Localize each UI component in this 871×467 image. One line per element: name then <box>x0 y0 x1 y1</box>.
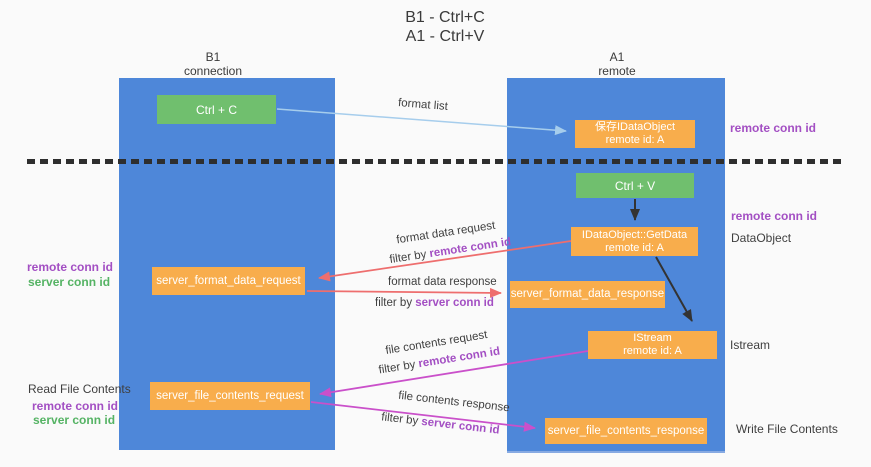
server-format-data-response-node: server_format_data_response <box>510 281 665 308</box>
istream-node: IStream remote id: A <box>588 331 717 359</box>
file-contents-response-arrow <box>310 401 536 432</box>
column-a1-role: remote <box>598 64 636 78</box>
column-b1-role: connection <box>183 64 243 78</box>
diagram-title: B1 - Ctrl+C A1 - Ctrl+V <box>0 8 871 46</box>
format-data-request-arrow <box>318 240 572 282</box>
column-a1-name: A1 <box>609 50 625 64</box>
column-b1-name: B1 <box>205 50 221 64</box>
idataobject-getdata-node: IDataObject::GetData remote id: A <box>571 227 698 256</box>
phase-separator-dashed-line <box>27 159 843 164</box>
server-file-contents-response-label: server_file_contents_response <box>547 424 705 437</box>
saved-idataobject-line1: 保存IDataObject <box>594 121 676 133</box>
getdata-to-istream-arrow <box>655 256 693 322</box>
ctrl-v-node: Ctrl + V <box>576 173 694 198</box>
column-header-a1: A1 remote <box>547 50 687 78</box>
ctrl-v-label: Ctrl + V <box>614 178 656 193</box>
write-file-contents-annotation: Write File Contents <box>736 422 838 436</box>
column-header-b1: B1 connection <box>143 50 283 78</box>
filter-key-server-conn-id: server conn id <box>415 297 494 309</box>
file-contents-request-arrow <box>319 350 589 398</box>
server-file-contents-request-label: server_file_contents_request <box>156 389 304 402</box>
server-file-contents-response-node: server_file_contents_response <box>545 418 707 444</box>
ctrl-c-label: Ctrl + C <box>195 102 237 117</box>
format-data-response-filter-label: filter by server conn id <box>375 297 494 309</box>
saved-idataobject-node: 保存IDataObject remote id: A <box>575 120 695 148</box>
remote-conn-id-annotation-mid: remote conn id <box>731 209 818 223</box>
server-format-data-response-label: server_format_data_response <box>510 288 665 300</box>
format-list-arrow <box>276 108 567 136</box>
dataobject-annotation: DataObject <box>731 231 792 245</box>
read-file-contents-annotation: Read File Contents <box>28 382 131 396</box>
format-remote-conn-id-annotation: remote conn id <box>27 260 114 274</box>
istream-line2: remote id: A <box>623 345 682 357</box>
istream-line1: IStream <box>633 332 672 344</box>
server-file-contents-request-node: server_file_contents_request <box>150 382 310 410</box>
file-server-conn-id-annotation: server conn id <box>33 413 116 427</box>
getdata-line2: remote id: A <box>605 241 664 254</box>
istream-annotation: Istream <box>730 338 771 352</box>
saved-idataobject-line2: remote id: A <box>605 134 665 146</box>
format-data-response-arrow <box>306 287 502 298</box>
remote-conn-id-annotation-top: remote conn id <box>730 121 817 135</box>
title-line-2: A1 - Ctrl+V <box>405 28 485 45</box>
server-format-data-request-node: server_format_data_request <box>152 267 305 295</box>
format-data-response-label: format data response <box>388 276 497 288</box>
server-format-data-request-label: server_format_data_request <box>156 274 301 287</box>
ctrl-c-node: Ctrl + C <box>157 95 276 124</box>
getdata-line1: IDataObject::GetData <box>581 228 688 241</box>
filter-prefix: filter by <box>375 297 416 309</box>
title-line-1: B1 - Ctrl+C <box>405 9 485 26</box>
format-server-conn-id-annotation: server conn id <box>28 275 111 289</box>
file-remote-conn-id-annotation: remote conn id <box>32 399 119 413</box>
